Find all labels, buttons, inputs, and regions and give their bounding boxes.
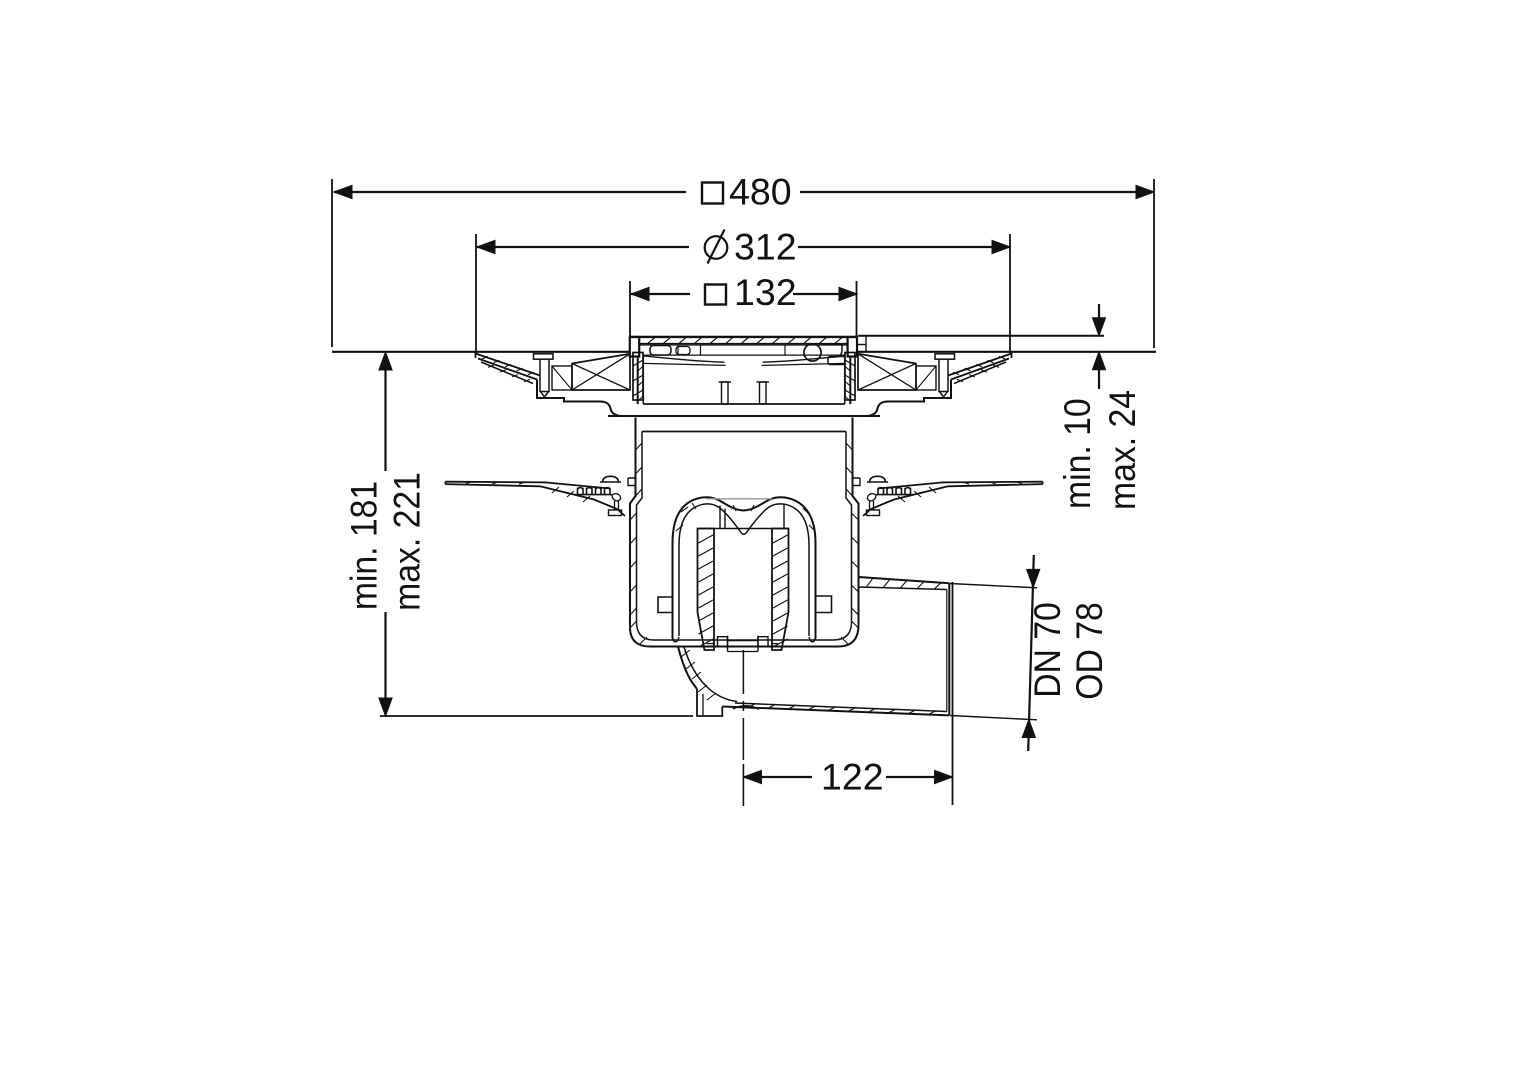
svg-text:DN 70: DN 70: [1026, 602, 1068, 698]
svg-text:312: 312: [734, 226, 797, 268]
svg-text:OD 78: OD 78: [1068, 602, 1110, 700]
svg-text:480: 480: [729, 171, 792, 213]
svg-text:132: 132: [734, 271, 797, 313]
svg-text:max. 24: max. 24: [1101, 390, 1143, 510]
svg-text:min. 181: min. 181: [343, 481, 385, 610]
svg-text:min. 10: min. 10: [1056, 398, 1098, 509]
svg-text:max. 221: max. 221: [386, 472, 428, 611]
svg-text:122: 122: [821, 756, 884, 798]
